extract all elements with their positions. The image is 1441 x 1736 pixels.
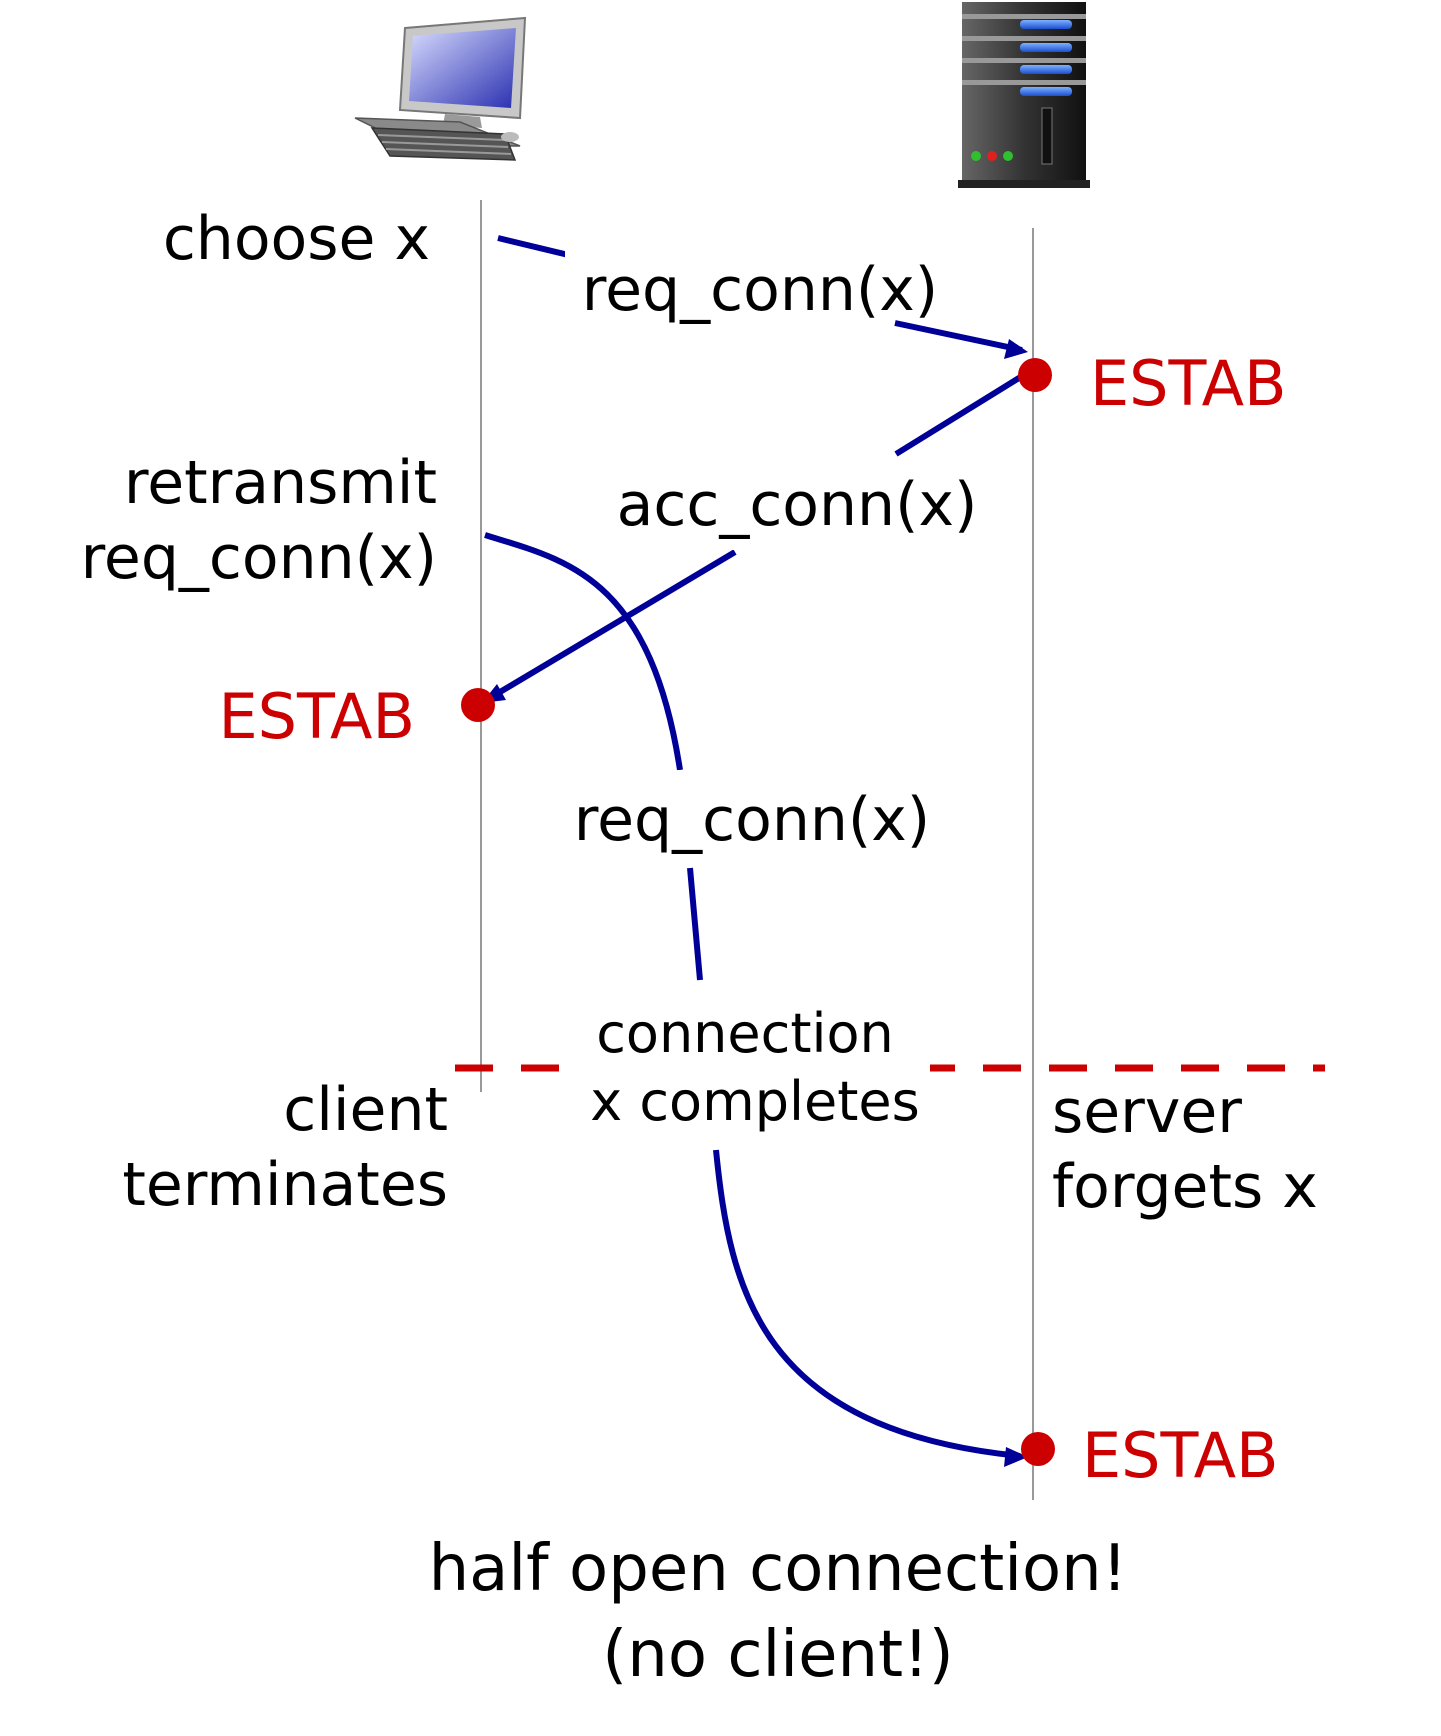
retransmit-req-conn-label: req_conn(x) [81, 523, 437, 593]
desktop-computer-icon [354, 16, 527, 161]
client-estab-dot [461, 688, 495, 722]
acc-conn-label: acc_conn(x) [617, 470, 978, 540]
half-open-caption-line1: half open connection! [429, 1532, 1128, 1606]
server-forgets-label-line1: server [1052, 1077, 1242, 1147]
server-estab-dot-second [1021, 1432, 1055, 1466]
server-estab-label-first: ESTAB [1090, 347, 1287, 420]
server-estab-dot-first [1018, 358, 1052, 392]
choose-x-label: choose x [163, 204, 430, 274]
client-terminates-label-line2: terminates [122, 1150, 448, 1220]
server-forgets-label-line2: forgets x [1052, 1152, 1318, 1222]
client-estab-label: ESTAB [218, 680, 415, 753]
req-conn-label-retransmitted: req_conn(x) [574, 785, 930, 855]
req-conn-label-first: req_conn(x) [582, 255, 938, 325]
connection-completes-label-line1: connection [596, 1002, 894, 1065]
client-terminates-label-line1: client [283, 1075, 448, 1145]
half-open-caption-line2: (no client!) [602, 1618, 953, 1692]
server-estab-label-second: ESTAB [1082, 1419, 1279, 1492]
connection-completes-label-line2: x completes [590, 1070, 919, 1133]
retransmit-label: retransmit [124, 448, 437, 518]
req-conn-arrow-retransmitted [484, 532, 1028, 1467]
server-tower-icon [958, 2, 1090, 188]
